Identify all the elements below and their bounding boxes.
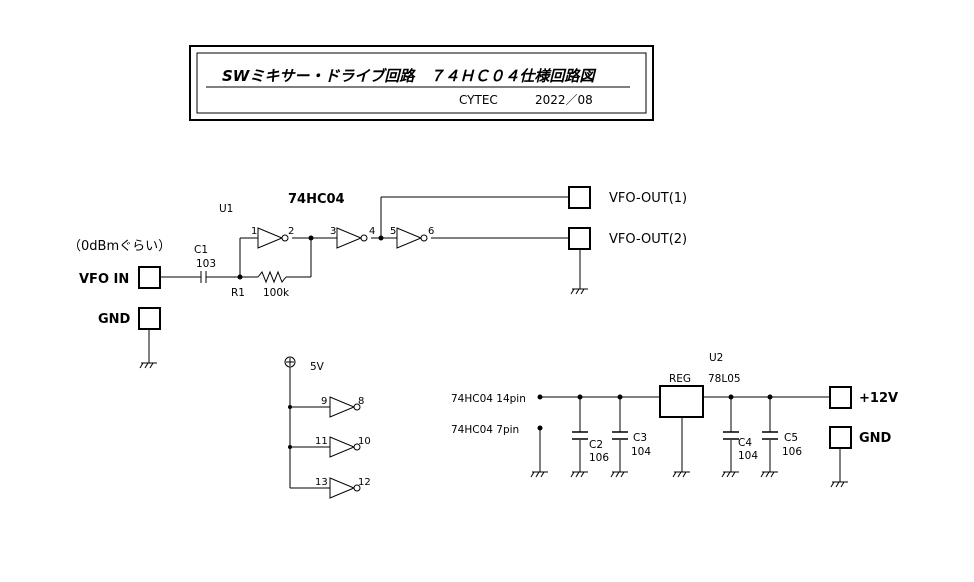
- labels: U1 74HC04 C1 103 R1 100k （0dBmぐらい） VFO I…: [68, 191, 898, 464]
- pin-numbers: 1 2 3 4 5 6 9 8 11 10 13 12: [251, 226, 434, 488]
- c4-ref: C4: [738, 437, 752, 449]
- u1-value: 74HC04: [288, 192, 345, 207]
- c2-ref: C2: [589, 439, 603, 451]
- pin-number: 9: [321, 396, 327, 407]
- pin-number: 5: [390, 226, 396, 237]
- hc04-14pin-label: 74HC04 14pin: [451, 393, 526, 405]
- terminals: [138, 186, 852, 449]
- pin-number: 12: [358, 477, 371, 488]
- regulator-box: [659, 385, 704, 418]
- c5-ref: C5: [784, 432, 798, 444]
- author-text: CYTEC: [459, 93, 498, 107]
- plus12v-label: +12V: [859, 391, 898, 406]
- pin-number: 3: [330, 226, 336, 237]
- capacitor-plates: [572, 431, 778, 440]
- vfo-in-label: VFO IN: [79, 272, 129, 287]
- gnd-left-label: GND: [98, 312, 131, 327]
- ground-symbols: [139, 288, 848, 488]
- wires: [148, 196, 841, 489]
- c4-value: 104: [738, 450, 758, 462]
- c1-ref: C1: [194, 244, 208, 256]
- pin-number: 1: [251, 226, 257, 237]
- c5-value: 106: [782, 446, 802, 458]
- reg-label: REG: [669, 373, 691, 385]
- title-text: SWミキサー・ドライブ回路 ７４ＨＣ０４仕様回路図: [222, 67, 597, 85]
- gnd-right-label: GND: [859, 431, 892, 446]
- pin-number: 2: [288, 226, 294, 237]
- hc04-7pin-label: 74HC04 7pin: [451, 424, 519, 436]
- vcc-label: 5V: [310, 361, 325, 373]
- r1-value: 100k: [263, 287, 290, 299]
- title-block: SWミキサー・ドライブ回路 ７４ＨＣ０４仕様回路図 CYTEC 2022／08: [189, 45, 654, 121]
- junction-dots: [237, 235, 773, 449]
- vfo-out1-label: VFO-OUT(1): [609, 191, 687, 206]
- pin-number: 11: [315, 436, 328, 447]
- u2-ref: U2: [709, 352, 723, 364]
- pin-number: 10: [358, 436, 371, 447]
- pin-number: 4: [369, 226, 375, 237]
- date-text: 2022／08: [535, 93, 593, 107]
- u2-value: 78L05: [708, 373, 741, 385]
- c2-value: 106: [589, 452, 609, 464]
- u1-ref: U1: [219, 203, 233, 215]
- pin-number: 8: [358, 396, 364, 407]
- vfo-out2-label: VFO-OUT(2): [609, 232, 687, 247]
- inverters: [257, 227, 428, 499]
- c3-value: 104: [631, 446, 651, 458]
- r1-ref: R1: [231, 287, 245, 299]
- pin-number: 6: [428, 226, 434, 237]
- c3-ref: C3: [633, 432, 647, 444]
- input-level-note: （0dBmぐらい）: [68, 239, 171, 254]
- pin-number: 13: [315, 477, 328, 488]
- c1-value: 103: [196, 258, 216, 270]
